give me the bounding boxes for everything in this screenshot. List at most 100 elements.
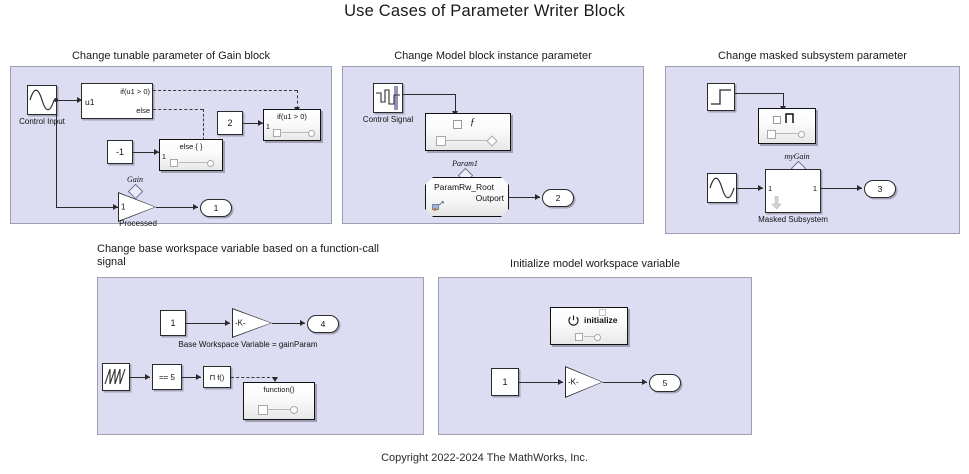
panel-caption-gain-block: Change tunable parameter of Gain block (71, 50, 271, 62)
gain-value-p5: -K- (568, 377, 579, 387)
constant-one-value-p4: 1 (170, 318, 176, 328)
arrow-into-fcall (196, 373, 201, 380)
panel-caption-masked-subsystem: Change masked subsystem parameter (718, 50, 907, 62)
if-cond-output-label: if(u1 > 0) (120, 87, 150, 96)
dash-fcall-to-subsystem (231, 377, 275, 378)
arrow-two-into-subsystem (258, 119, 263, 126)
wire-gain-to-outport-p5 (603, 382, 647, 383)
pulse-icon (785, 113, 794, 123)
block-else-subsystem[interactable]: else { } 1 (159, 139, 223, 171)
function-subsystem-slider-decor (258, 405, 298, 415)
block-outport-4[interactable]: 4 (307, 315, 339, 333)
outport-3-value: 3 (877, 184, 883, 194)
if-subsystem-slider-decor (273, 129, 315, 137)
block-parameter-writer-mask[interactable] (758, 108, 816, 144)
dash-else-to-else-subsystem (153, 109, 203, 110)
block-if[interactable]: u1 if(u1 > 0) else (81, 83, 153, 119)
block-control-input-source[interactable] (27, 85, 57, 115)
signal-builder-icon (376, 86, 400, 110)
wire-branch-to-gain (56, 207, 118, 208)
block-step-source[interactable] (707, 83, 735, 111)
arrow-minusone-into-else (154, 148, 159, 155)
if-input-port-label: u1 (85, 97, 95, 107)
wire-model-to-outport (509, 197, 540, 198)
block-outport-3[interactable]: 3 (864, 180, 896, 198)
block-function-call-generator[interactable]: Π f() (203, 366, 231, 388)
constant-two-value: 2 (227, 118, 233, 128)
sine-wave-icon (29, 89, 55, 111)
block-repeating-sequence-source[interactable] (102, 363, 130, 391)
label-base-workspace-variable: Base Workspace Variable = gainParam (178, 340, 318, 349)
sine-wave-icon (709, 177, 735, 199)
wire-compare-to-fcall (182, 377, 201, 378)
block-if-subsystem[interactable]: if(u1 > 0) 1 (263, 109, 321, 141)
panel-caption-model-block: Change Model block instance parameter (394, 50, 592, 62)
wire-minusone-to-else (133, 152, 159, 153)
gain-value-p4: -K- (235, 318, 246, 328)
outport-1-value: 1 (213, 203, 219, 213)
arrow-into-outport-4 (300, 319, 305, 326)
wire-gain-to-outport (156, 207, 198, 208)
step-icon (711, 89, 731, 105)
wire-step-to-writer (735, 93, 784, 94)
outport-5-value: 5 (662, 378, 668, 388)
dash-if-to-if-subsystem (153, 90, 297, 91)
block-gain-p5[interactable]: -K- (565, 366, 603, 398)
block-gain[interactable]: 1 (118, 192, 156, 222)
block-initialize-subsystem[interactable]: initialize (550, 307, 628, 345)
param-writer-slider-decor (436, 135, 498, 147)
wire-step-down (783, 93, 784, 108)
else-subsystem-port-label: 1 (162, 154, 166, 161)
arrow-into-outport-5 (642, 378, 647, 385)
block-parameter-writer-model[interactable]: ƒ (425, 113, 511, 151)
block-function-subsystem[interactable]: function() (243, 382, 315, 420)
block-constant-one-p5[interactable]: 1 (491, 368, 519, 396)
block-sine-source[interactable] (707, 173, 737, 203)
block-masked-subsystem[interactable]: 1 1 (765, 169, 821, 213)
outport-2-value: 2 (555, 193, 561, 203)
label-processed: Processed (119, 219, 157, 228)
checkbox-icon (453, 120, 462, 129)
wire-source-branch-down (56, 100, 57, 207)
compare-value: == 5 (158, 372, 175, 382)
panel-caption-model-workspace: Initialize model workspace variable (510, 258, 680, 270)
block-constant-two[interactable]: 2 (217, 111, 243, 135)
constant-minus-one-value: -1 (115, 147, 124, 157)
if-else-output-label: else (136, 106, 150, 115)
block-gain-p4[interactable]: -K- (232, 308, 272, 338)
wire-sine-to-subsystem (737, 188, 763, 189)
sawtooth-icon (104, 368, 126, 385)
label-control-input: Control Input (19, 117, 65, 126)
label-masked-subsystem: Masked Subsystem (758, 215, 828, 224)
block-constant-minus-one[interactable]: -1 (107, 140, 133, 164)
mask-arrow-icon (771, 196, 782, 210)
panel-masked-subsystem: myGain 1 1 Masked Subsystem 3 (665, 66, 960, 234)
model-hierarchy-icon (432, 201, 444, 212)
arrow-into-gain (113, 203, 118, 210)
else-subsystem-title: else { } (179, 142, 203, 151)
block-outport-5[interactable]: 5 (649, 374, 681, 392)
block-outport-2[interactable]: 2 (542, 189, 574, 207)
wire-two-to-if-subsystem (243, 123, 263, 124)
block-control-signal-source[interactable] (373, 83, 403, 113)
function-symbol-icon: ƒ (470, 117, 475, 128)
block-model-reference[interactable]: ParamRw_Root Outport (425, 177, 509, 217)
annotation-param1: Param1 (452, 159, 478, 168)
else-subsystem-slider-decor (170, 159, 214, 167)
arrow-into-masked-subsystem (758, 184, 763, 191)
annotation-gain-name: Gain (127, 175, 143, 184)
wire-const-to-gain-p5 (519, 382, 563, 383)
power-icon (568, 315, 579, 326)
if-subsystem-port-label: 1 (266, 124, 270, 131)
wire-subsystem-to-outport (821, 188, 862, 189)
mask-writer-slider-decor (767, 130, 805, 139)
masked-subsystem-in-port: 1 (768, 184, 773, 193)
function-subsystem-title: function() (263, 385, 295, 394)
panel-gain-block: Control Input u1 if(u1 > 0) else 2 if(u (10, 66, 332, 228)
block-compare-to-constant[interactable]: == 5 (152, 364, 182, 390)
block-constant-one-p4[interactable]: 1 (160, 310, 186, 336)
gain-value: 1 (121, 202, 126, 212)
dash-else-down (203, 109, 204, 145)
block-outport-1[interactable]: 1 (200, 199, 232, 217)
